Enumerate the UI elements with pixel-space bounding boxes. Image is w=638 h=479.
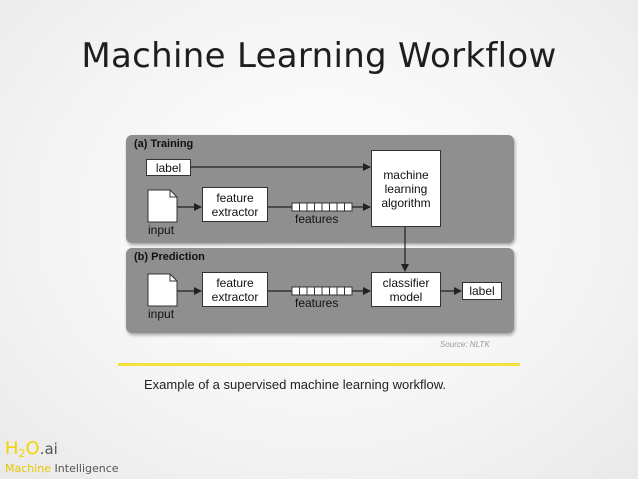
logo-machine: Machine: [5, 462, 52, 475]
training-features-label: features: [295, 212, 339, 226]
algorithm-line-1: machine: [383, 167, 429, 182]
prediction-feature-extractor: feature extractor: [202, 272, 268, 307]
divider-line: [118, 363, 520, 366]
h2o-logo: H2O.ai: [5, 438, 58, 460]
logo-h: H: [5, 438, 19, 459]
ml-algorithm-box: machine learning algorithm: [371, 150, 441, 227]
classifier-model-box: classifier model: [371, 272, 441, 307]
logo-two: 2: [18, 447, 26, 460]
source-note: Source: NLTK: [440, 340, 490, 349]
logo-ai: .ai: [39, 440, 58, 458]
diagram-caption: Example of a supervised machine learning…: [144, 377, 447, 392]
logo-intelligence: Intelligence: [54, 462, 119, 475]
extractor-line-1: feature: [216, 275, 254, 290]
extractor-line-2: extractor: [211, 289, 259, 304]
extractor-line-2: extractor: [211, 204, 259, 219]
algorithm-line-3: algorithm: [381, 195, 431, 210]
model-line-1: classifier: [382, 275, 430, 290]
prediction-label-box: label: [462, 282, 502, 300]
training-feature-extractor: feature extractor: [202, 187, 268, 222]
algorithm-line-2: learning: [384, 181, 428, 196]
model-line-2: model: [389, 289, 423, 304]
training-panel: (a) Training: [126, 135, 514, 243]
logo-o: O: [25, 438, 40, 459]
diagram-connectors: [147, 163, 462, 307]
feature-vector-icon: [291, 202, 353, 212]
training-label-box: label: [146, 159, 191, 176]
extractor-line-1: feature: [216, 190, 254, 205]
prediction-input-label: input: [148, 307, 175, 321]
prediction-features-label: features: [295, 296, 339, 310]
document-icon: [147, 189, 178, 223]
training-input-label: input: [148, 223, 175, 237]
ml-workflow-diagram: (a) Training (b) Prediction: [120, 130, 518, 335]
document-icon: [147, 273, 178, 307]
training-panel-title: (a) Training: [134, 138, 194, 150]
feature-vector-icon: [291, 286, 353, 296]
logo-tagline: Machine Intelligence: [5, 462, 119, 475]
prediction-panel-title: (b) Prediction: [134, 251, 205, 263]
slide-title: Machine Learning Workflow: [81, 36, 557, 76]
